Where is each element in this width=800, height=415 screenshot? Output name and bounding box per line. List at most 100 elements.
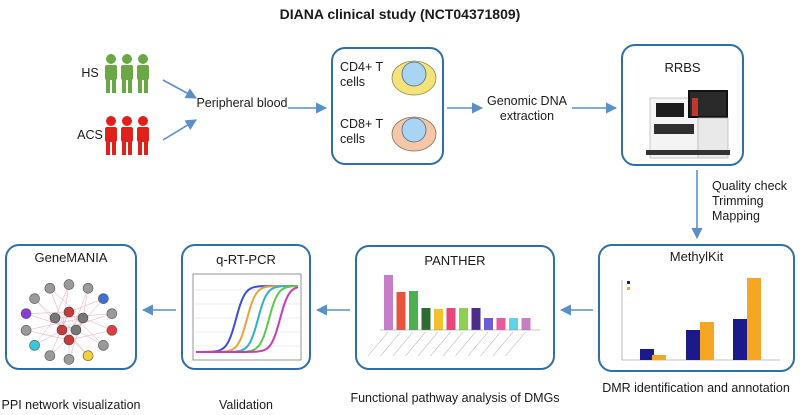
qrtpcr-curve xyxy=(196,286,299,353)
panther-tick-label xyxy=(367,331,389,357)
network-node xyxy=(63,306,75,318)
panther-tick-label xyxy=(380,331,401,357)
diagram-title: DIANA clinical study (NCT04371809) xyxy=(279,6,521,22)
methylkit-caption: DMR identification and annotation xyxy=(602,381,790,395)
genemania-caption: PPI network visualization xyxy=(1,398,141,412)
network-edge xyxy=(49,288,84,319)
network-edge xyxy=(68,298,104,313)
network-node xyxy=(20,308,32,319)
rrbs-title: RRBS xyxy=(664,60,701,75)
panther-tick-label xyxy=(417,331,439,357)
methylkit-bar xyxy=(700,322,714,360)
panther-bar xyxy=(434,309,443,330)
panther-bar xyxy=(396,292,406,330)
network-node xyxy=(56,324,68,336)
methylkit-bar xyxy=(686,330,700,360)
panther-bar xyxy=(446,308,456,330)
panther-tick-label xyxy=(505,331,526,357)
panther-tick-label xyxy=(480,331,501,357)
genemania-network xyxy=(20,279,118,365)
panther-caption: Functional pathway analysis of DMGs xyxy=(350,391,560,405)
network-node xyxy=(82,350,94,361)
methylkit-chart xyxy=(621,278,780,361)
methylkit-title: MethylKit xyxy=(669,249,724,264)
acs-person-icon xyxy=(137,116,149,155)
network-edge xyxy=(26,311,70,314)
peripheral-blood-label: Peripheral blood xyxy=(196,96,288,111)
arrow-acs-blood xyxy=(162,119,197,141)
network-node xyxy=(63,334,75,346)
panther-tick-label xyxy=(430,331,451,357)
network-edge xyxy=(61,329,89,356)
group-label-hs: HS xyxy=(81,66,99,80)
panther-bar xyxy=(484,318,493,330)
network-node xyxy=(77,312,89,324)
network-node xyxy=(98,293,109,304)
cd4-label: CD4+ T cells xyxy=(340,60,383,89)
network-edge xyxy=(26,330,70,341)
qrtpcr-caption: Validation xyxy=(219,398,273,412)
methylkit-bar xyxy=(747,278,761,360)
hs-person-icon xyxy=(137,54,149,93)
panther-bar xyxy=(509,318,518,330)
hs-person-icon xyxy=(105,54,117,93)
network-edge xyxy=(61,313,112,331)
network-node xyxy=(63,279,75,290)
panther-title: PANTHER xyxy=(424,253,486,268)
qrtpcr-title: q-RT-PCR xyxy=(216,252,276,267)
qc-step-mapping: Mapping xyxy=(712,209,760,223)
network-node xyxy=(98,340,109,351)
methylkit-bar xyxy=(640,349,654,360)
panther-tick-label xyxy=(455,331,476,357)
qc-step-quality: Quality check xyxy=(712,179,788,193)
acs-person-icon xyxy=(121,116,133,155)
panther-bar xyxy=(521,318,531,330)
panther-bar xyxy=(496,318,506,330)
panther-tick-label xyxy=(442,331,464,357)
people-icons xyxy=(105,54,149,155)
network-edge xyxy=(26,313,77,331)
panther-bar xyxy=(459,308,468,330)
network-node xyxy=(106,325,118,336)
hs-person-icon xyxy=(121,54,133,93)
methylkit-bar xyxy=(733,319,747,360)
panther-bar xyxy=(471,308,481,330)
qc-steps: Quality check Trimming Mapping xyxy=(712,179,800,224)
network-node xyxy=(44,283,56,294)
panther-tick-label xyxy=(405,331,426,357)
panther-tick-label xyxy=(467,331,489,357)
cd8-cell-icon xyxy=(391,116,437,152)
panther-bar xyxy=(384,275,393,330)
genemania-title: GeneMANIA xyxy=(34,250,108,265)
panther-bar xyxy=(409,291,418,330)
network-node xyxy=(29,293,40,304)
network-edge xyxy=(34,298,63,331)
cd8-label: CD8+ T cells xyxy=(340,117,383,146)
arrow-hs-blood xyxy=(162,79,197,99)
flow-arrows xyxy=(141,79,703,316)
acs-person-icon xyxy=(105,116,117,155)
sequencer-icon xyxy=(646,90,730,159)
qc-step-trimming: Trimming xyxy=(712,194,764,208)
panther-bar xyxy=(421,308,431,330)
cd4-cell-icon xyxy=(391,60,437,96)
panther-tick-label xyxy=(392,331,414,357)
dna-extraction-label: Genomic DNA extraction xyxy=(487,94,567,123)
network-edge xyxy=(68,311,104,346)
network-edge xyxy=(26,317,84,331)
methylkit-bar xyxy=(652,355,666,360)
group-label-acs: ACS xyxy=(77,128,103,142)
panther-chart xyxy=(367,275,540,357)
peripheral-blood-text: Peripheral blood xyxy=(196,96,288,110)
network-node xyxy=(106,308,118,319)
network-node xyxy=(82,283,94,294)
qrtpcr-chart xyxy=(192,273,302,361)
network-node xyxy=(70,324,82,336)
network-node xyxy=(49,312,61,324)
network-edge xyxy=(34,317,56,346)
panther-tick-label xyxy=(492,331,514,357)
network-node xyxy=(44,350,56,361)
network-node xyxy=(20,325,32,336)
network-node xyxy=(63,354,75,365)
